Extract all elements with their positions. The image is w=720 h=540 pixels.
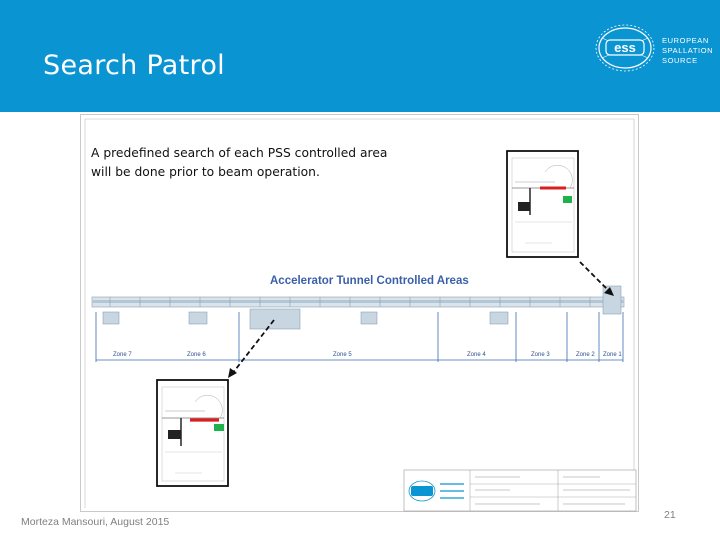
tunnel-strip xyxy=(91,285,625,330)
zone-label-7: Zone 7 xyxy=(113,352,132,358)
description: A predefined search of each PSS controll… xyxy=(91,144,431,182)
description-line-2: will be done prior to beam operation. xyxy=(91,165,320,179)
logo-line-3: SOURCE xyxy=(662,56,698,65)
logo-text: EUROPEAN SPALLATION SOURCE xyxy=(662,36,713,66)
footer-author: Morteza Mansouri, August 2015 xyxy=(21,516,170,528)
zone-label-1: Zone 1 xyxy=(603,352,622,358)
header-bar xyxy=(0,0,720,112)
zone-label-3: Zone 3 xyxy=(531,352,550,358)
logo-line-2: SPALLATION xyxy=(662,46,714,55)
callout-top xyxy=(506,150,579,258)
slide-title: Search Patrol xyxy=(43,50,225,81)
drawing-title-block xyxy=(403,469,637,512)
zone-label-2: Zone 2 xyxy=(576,352,595,358)
zone-label-6: Zone 6 xyxy=(187,352,206,358)
page-number: 21 xyxy=(664,509,676,521)
logo-line-1: EUROPEAN xyxy=(662,36,709,45)
zone-label-4: Zone 4 xyxy=(467,352,486,358)
ess-logo-icon: ess xyxy=(595,24,655,72)
logo-mark: ess xyxy=(614,40,636,55)
zone-label-5: Zone 5 xyxy=(333,352,352,358)
description-line-1: A predefined search of each PSS controll… xyxy=(91,146,388,160)
callout-bottom xyxy=(156,379,229,487)
drawing-title: Accelerator Tunnel Controlled Areas xyxy=(270,275,469,287)
